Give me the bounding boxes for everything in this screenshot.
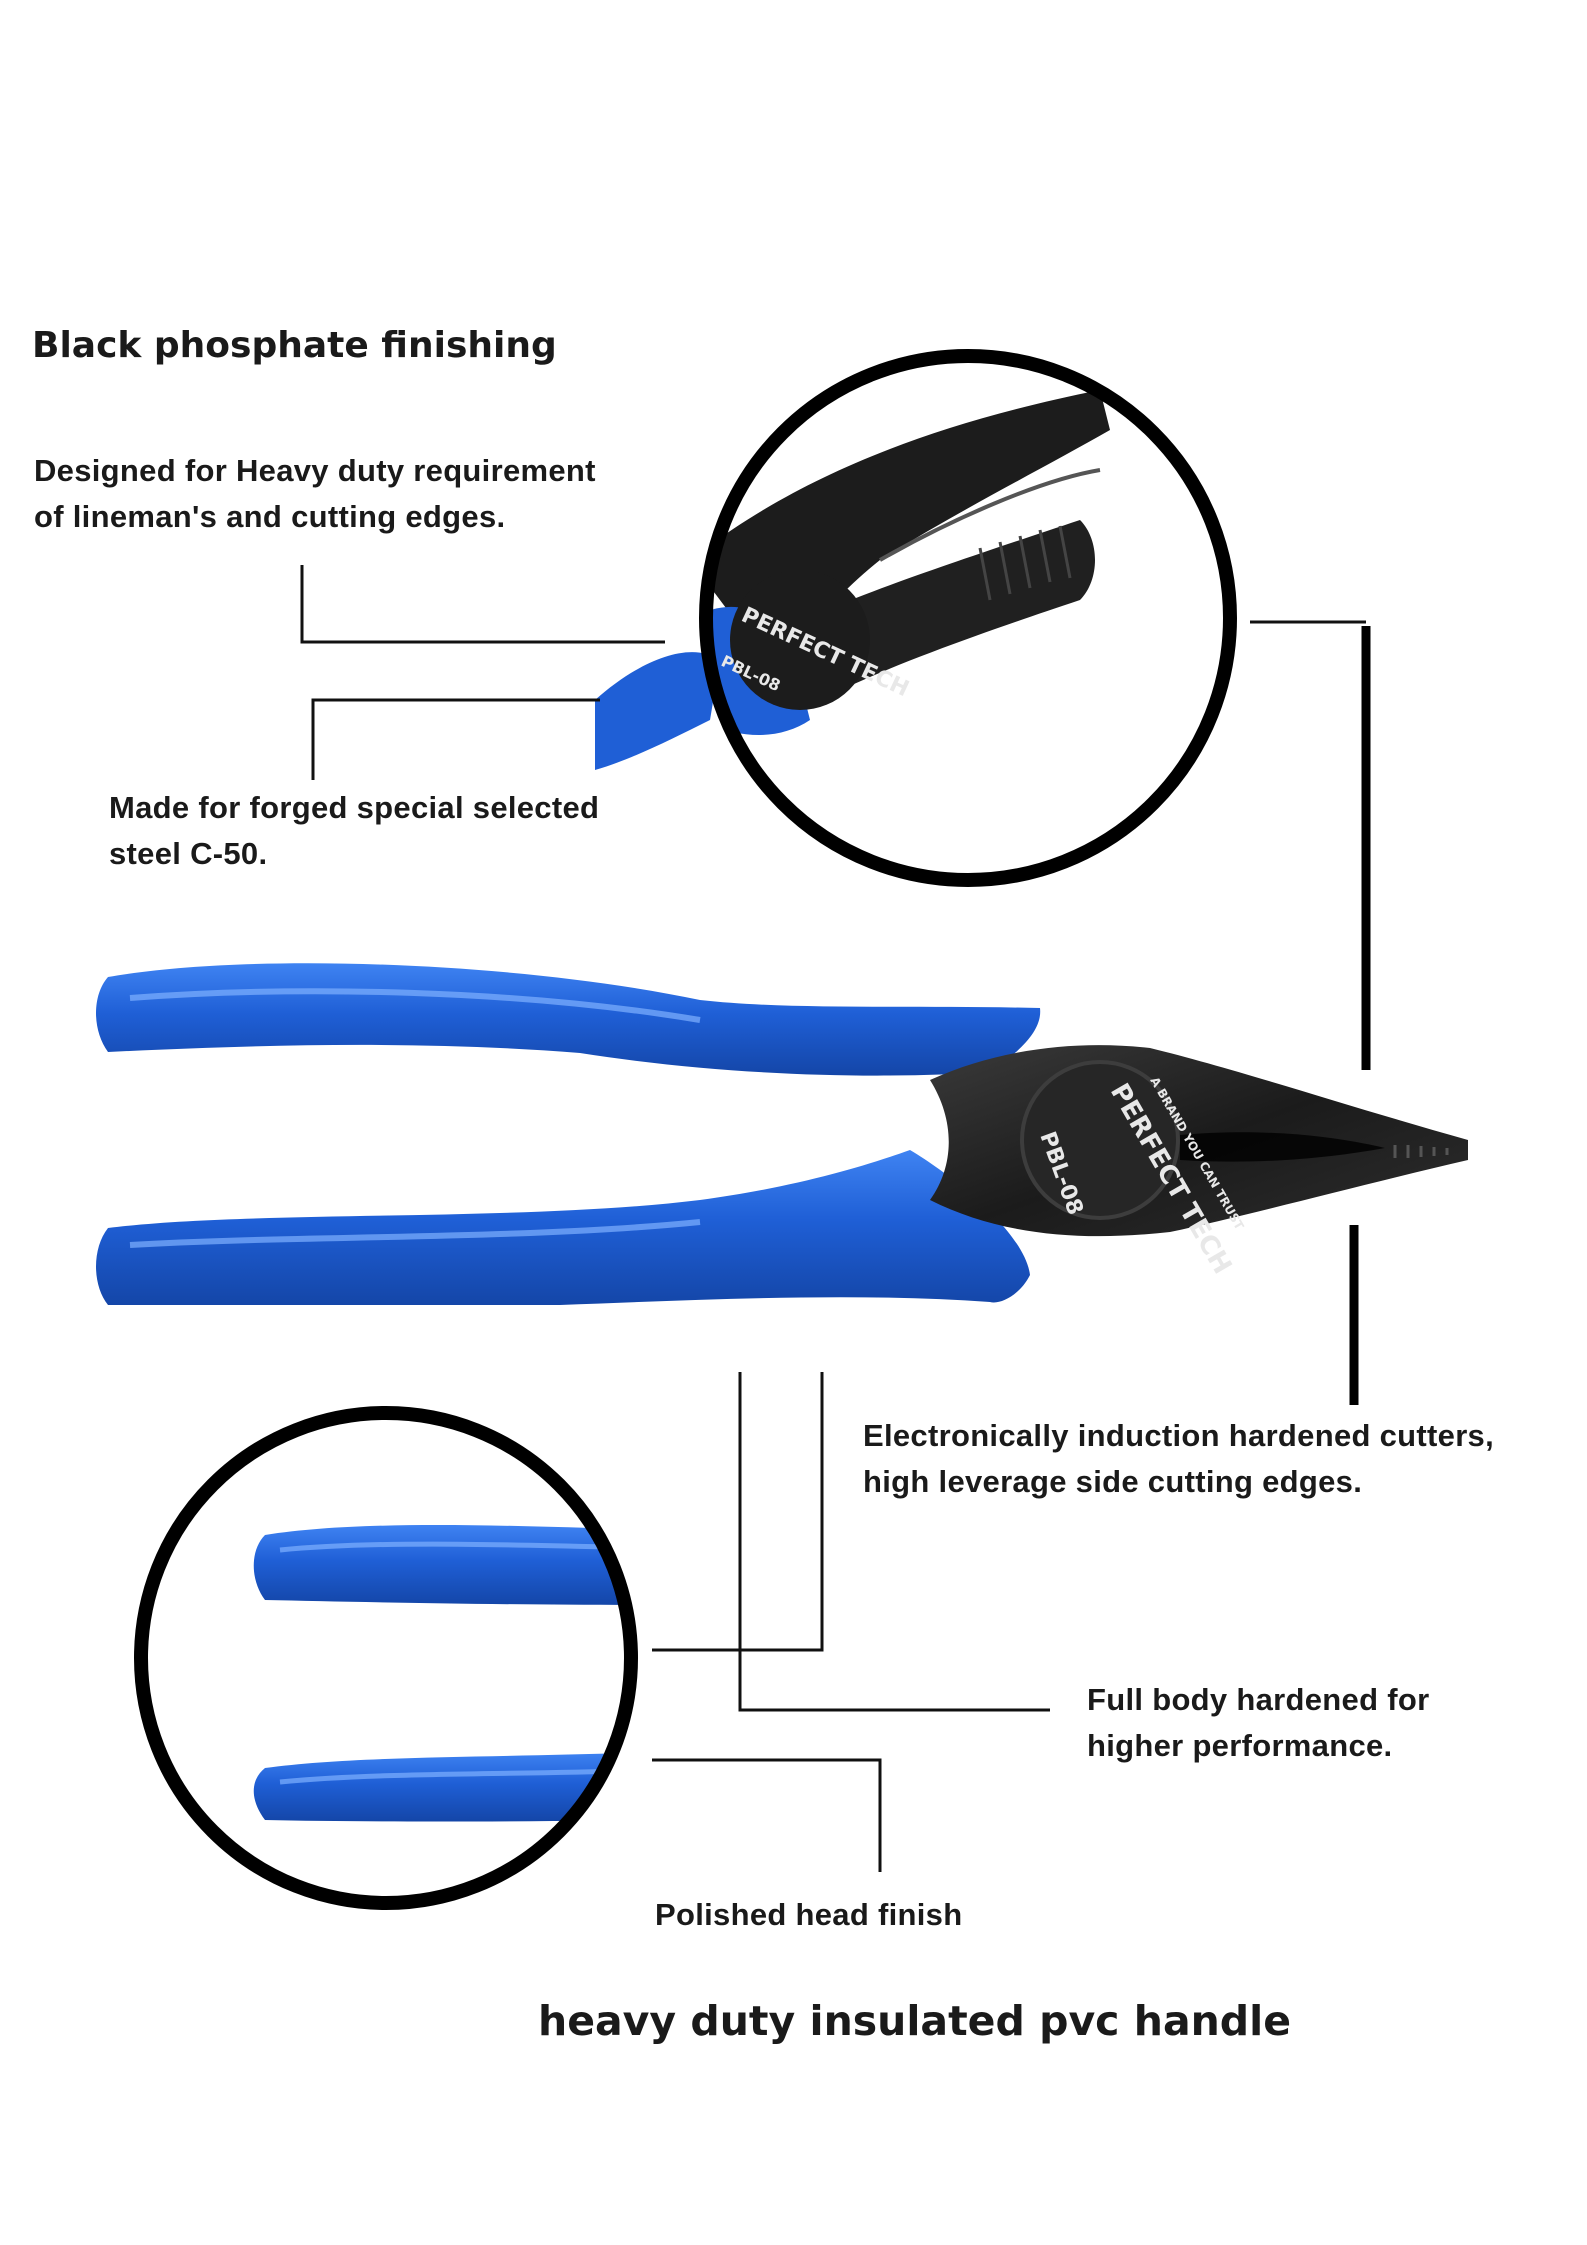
handle-zoom-circle — [134, 1406, 638, 1910]
black-phosphate-label: Black phosphate finishing — [32, 325, 557, 366]
handle-closeup — [141, 1413, 631, 1903]
upper-handle — [96, 963, 1041, 1076]
pivot-rivet — [1020, 1060, 1180, 1220]
full-body-hardened-label: Full body hardened for higher performanc… — [1087, 1682, 1430, 1763]
polished-head-label: Polished head finish — [655, 1897, 963, 1932]
heavy-duty-design-label: Designed for Heavy duty requirement of l… — [34, 453, 596, 534]
forged-steel-label: Made for forged special selected steel C… — [109, 790, 600, 871]
head-closeup: PERFECT TECH PBL-08 — [706, 356, 1230, 880]
induction-hardened-label: Electronically induction hardened cutter… — [863, 1418, 1495, 1499]
pvc-handle-label: heavy duty insulated pvc handle — [538, 1997, 1292, 2045]
head-zoom-circle — [699, 349, 1237, 887]
induction-callout-bars — [1349, 626, 1371, 1405]
callout-lines — [300, 565, 1366, 1872]
lower-handle — [96, 1150, 1030, 1305]
